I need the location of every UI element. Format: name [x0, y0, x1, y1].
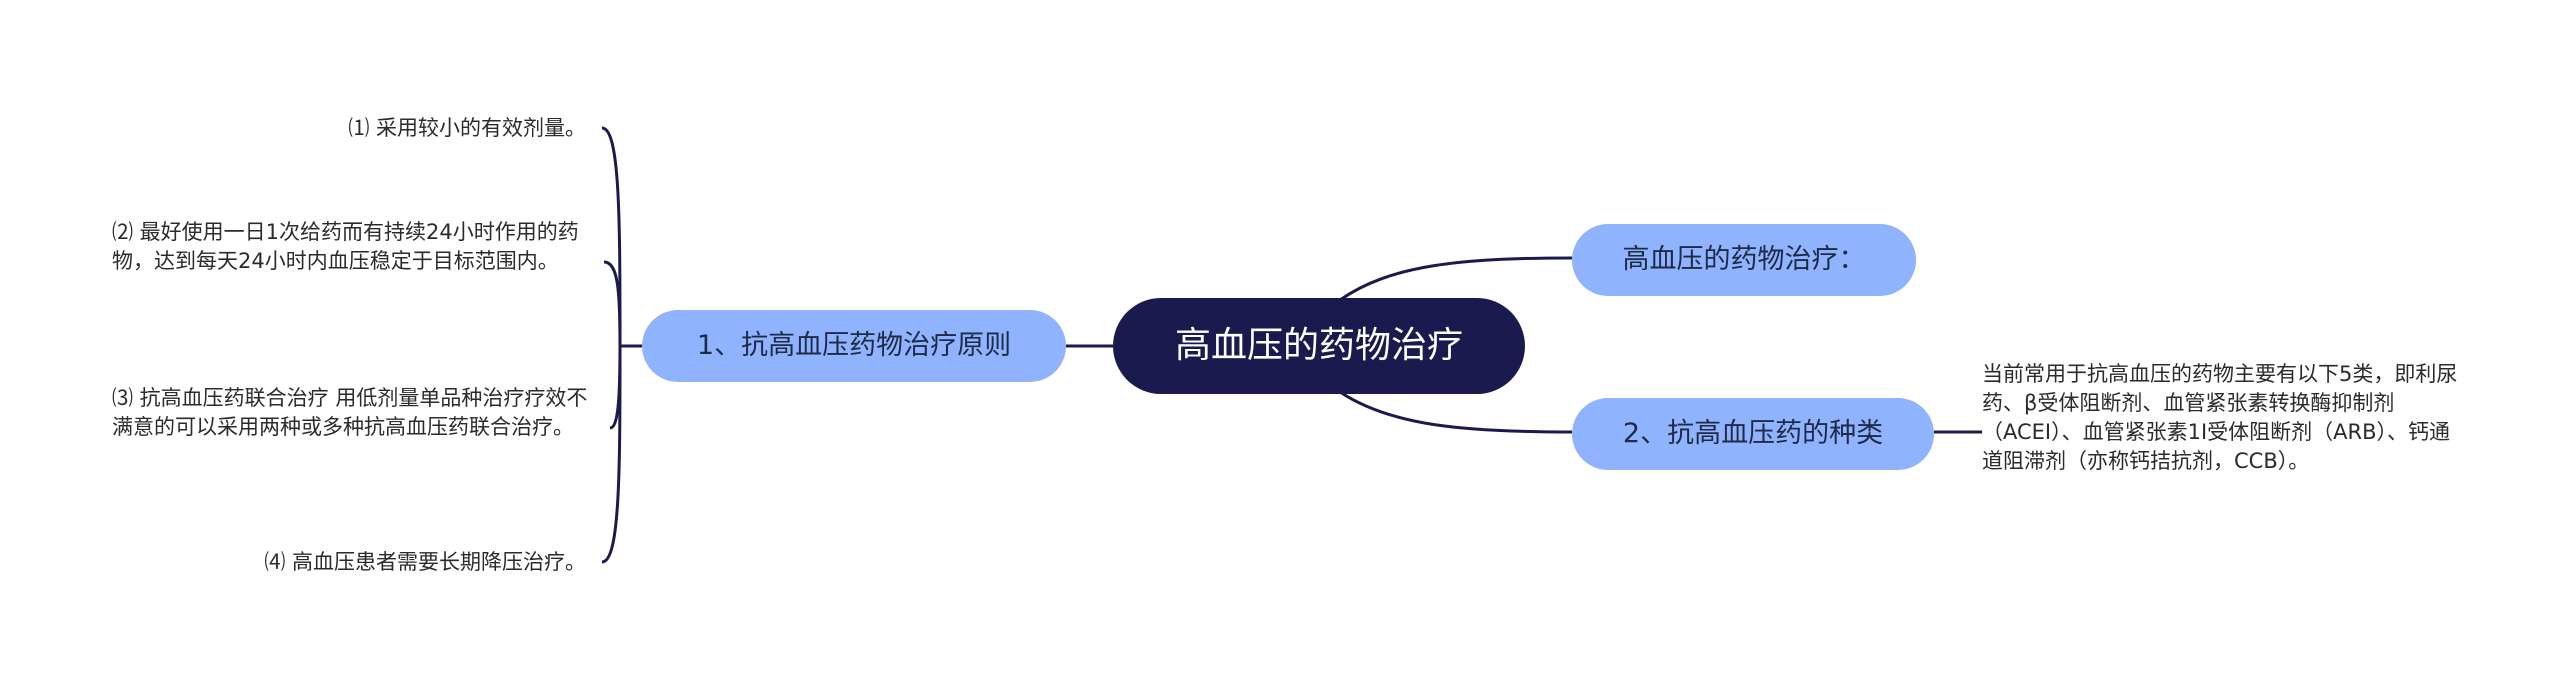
- branch-treatment-principles[interactable]: 1、抗高血压药物治疗原则: [642, 310, 1066, 382]
- connector-root-types: [1339, 390, 1573, 434]
- connector-root-intro: [1339, 256, 1573, 302]
- connector-leaf-1: [601, 126, 622, 347]
- root-node[interactable]: 高血压的药物治疗: [1113, 298, 1525, 394]
- leaf-principle-4[interactable]: ⑷ 高血压患者需要长期降压治疗。: [264, 550, 586, 574]
- connector-leaf-4: [601, 345, 622, 564]
- leaf-principle-1[interactable]: ⑴ 采用较小的有效剂量。: [348, 116, 586, 140]
- leaf-principle-3[interactable]: ⑶ 抗高血压药联合治疗 用低剂量单品种治疗疗效不满意的可以采用两种或多种抗高血压…: [112, 386, 588, 439]
- branch-drug-therapy-intro[interactable]: 高血压的药物治疗：: [1572, 224, 1916, 296]
- leaf-principle-2[interactable]: ⑵ 最好使用一日1次给药而有持续24小时作用的药物，达到每天24小时内血压稳定于…: [112, 220, 579, 273]
- branch-drug-types[interactable]: 2、抗高血压药的种类: [1572, 398, 1934, 470]
- connector-leaf-2: [603, 260, 622, 347]
- leaf-drug-types[interactable]: 当前常用于抗高血压的药物主要有以下5类，即利尿药、β受体阻断剂、血管紧张素转换酶…: [1982, 362, 2458, 473]
